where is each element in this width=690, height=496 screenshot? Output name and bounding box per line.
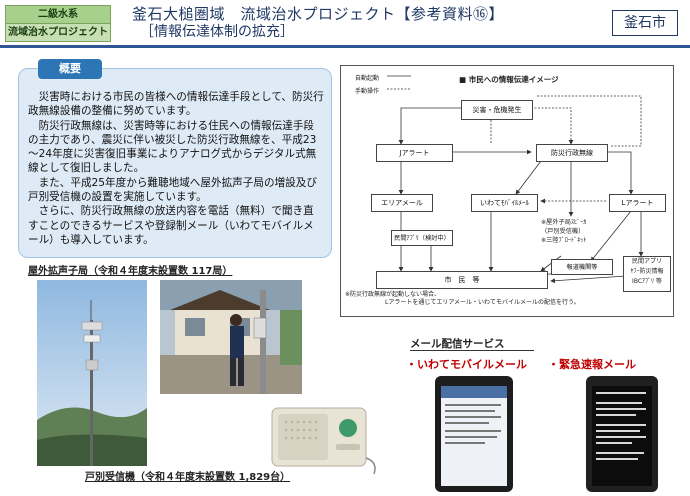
city-badge: 釜石市 <box>612 10 678 36</box>
summary-paragraph: 災害時における市民の皆様への情報伝達手段として、防災行政無線設備の整備に努めてい… <box>28 91 324 118</box>
diagram-note-line: Lアラートを通じてエリアメール・いわてモバイルメールの配信を行う。 <box>385 299 580 306</box>
diagram-note: ※防災行政無線が起動しない場合、 Lアラートを通じてエリアメール・いわてモバイル… <box>345 291 667 307</box>
node-disaster: 災害・危機発生 <box>461 100 533 120</box>
node-iwate-mail: いわてﾓﾊﾞｲﾙﾒｰﾙ <box>471 194 538 212</box>
node-bousai: 防災行政無線 <box>536 144 608 162</box>
summary-text: 災害時における市民の皆様への情報伝達手段として、防災行政無線設備の整備に努めてい… <box>28 90 324 247</box>
iwate-mail-phone-image <box>425 372 525 492</box>
node-household: （戸別受信機） <box>541 228 585 235</box>
diagram-note-line: ※防災行政無線が起動しない場合、 <box>345 291 441 298</box>
tower-photo <box>37 280 147 466</box>
tag-river-class: 二級水系 <box>5 5 111 24</box>
header-divider <box>0 45 690 48</box>
emergency-mail-suffix: メール <box>603 358 636 371</box>
legend-manual: 手動操作 <box>355 88 380 95</box>
emergency-mail-prefix: ・緊急速報 <box>548 358 603 371</box>
mail-heading-underline <box>410 350 534 351</box>
node-ibc: IBCｱﾌﾟﾘ 等 <box>632 278 662 285</box>
emergency-mail-phone-image <box>568 372 672 492</box>
diagram-title: ■ 市民への情報伝達イメージ <box>459 75 559 84</box>
summary-heading: 概要 <box>38 59 102 79</box>
receiver-caption: 戸別受信機（令和４年度末設置数 1,829台） <box>85 472 291 483</box>
node-citizens: 市 民 等 <box>376 271 548 289</box>
info-flow-diagram: 自動起動 手動操作 ■ 市民への情報伝達イメージ 災害・危機発生 Jアラート 防… <box>340 65 674 317</box>
summary-paragraph: さらに、防災行政無線の放送内容を電話（無料）で聞き直すことのできるサービスや登録… <box>28 205 314 246</box>
node-app-dev: 民間ｱﾌﾟﾘ（検討中） <box>391 230 453 246</box>
summary-paragraph: 防災行政無線は、災害時等における住民への情報伝達手段の主力であり、震災に伴い被災… <box>28 119 317 175</box>
node-outdoor: ※屋外子局ｽﾋﾟｰｶ <box>541 219 587 226</box>
summary-panel <box>18 68 332 258</box>
installation-photo <box>160 280 302 394</box>
receiver-photo <box>270 398 380 476</box>
tower-caption: 屋外拡声子局（令和４年度末設置数 117局） <box>28 266 233 277</box>
node-l-alert: Lアラート <box>609 194 666 212</box>
iwate-mail-label: ・いわてモバイルメール <box>406 358 527 371</box>
mail-service-heading: メール配信サービス <box>410 338 505 350</box>
legend-auto: 自動起動 <box>355 75 380 82</box>
node-sanriku: ※三陸ﾌﾞﾛｰﾄﾞﾈｯﾄ <box>541 237 587 244</box>
page-title: 釜石大槌圏域 流域治水プロジェクト【参考資料⑯】 <box>132 5 505 23</box>
tag-project: 流域治水プロジェクト <box>5 23 111 42</box>
header-bar <box>0 0 690 46</box>
node-yahoo: ﾔﾌｰ防災情報 <box>630 268 664 275</box>
node-private-app: 民間アプリ ﾔﾌｰ防災情報 IBCｱﾌﾟﾘ 等 <box>623 256 671 292</box>
node-news: 報道機関等 <box>551 259 613 275</box>
page-subtitle: ［情報伝達体制の拡充］ <box>140 24 294 40</box>
summary-paragraph: また、平成25年度から難聴地域へ屋外拡声子局の増設及び戸別受信機の設置を実施して… <box>28 176 317 204</box>
node-outdoor-group: ※屋外子局ｽﾋﾟｰｶ （戸別受信機） ※三陸ﾌﾞﾛｰﾄﾞﾈｯﾄ <box>541 218 611 245</box>
node-area-mail: エリアメール <box>371 194 433 212</box>
node-private-app-title: 民間アプリ <box>631 258 662 265</box>
node-jalert: Jアラート <box>376 144 453 162</box>
emergency-mail-label: ・緊急速報メール <box>548 356 636 372</box>
